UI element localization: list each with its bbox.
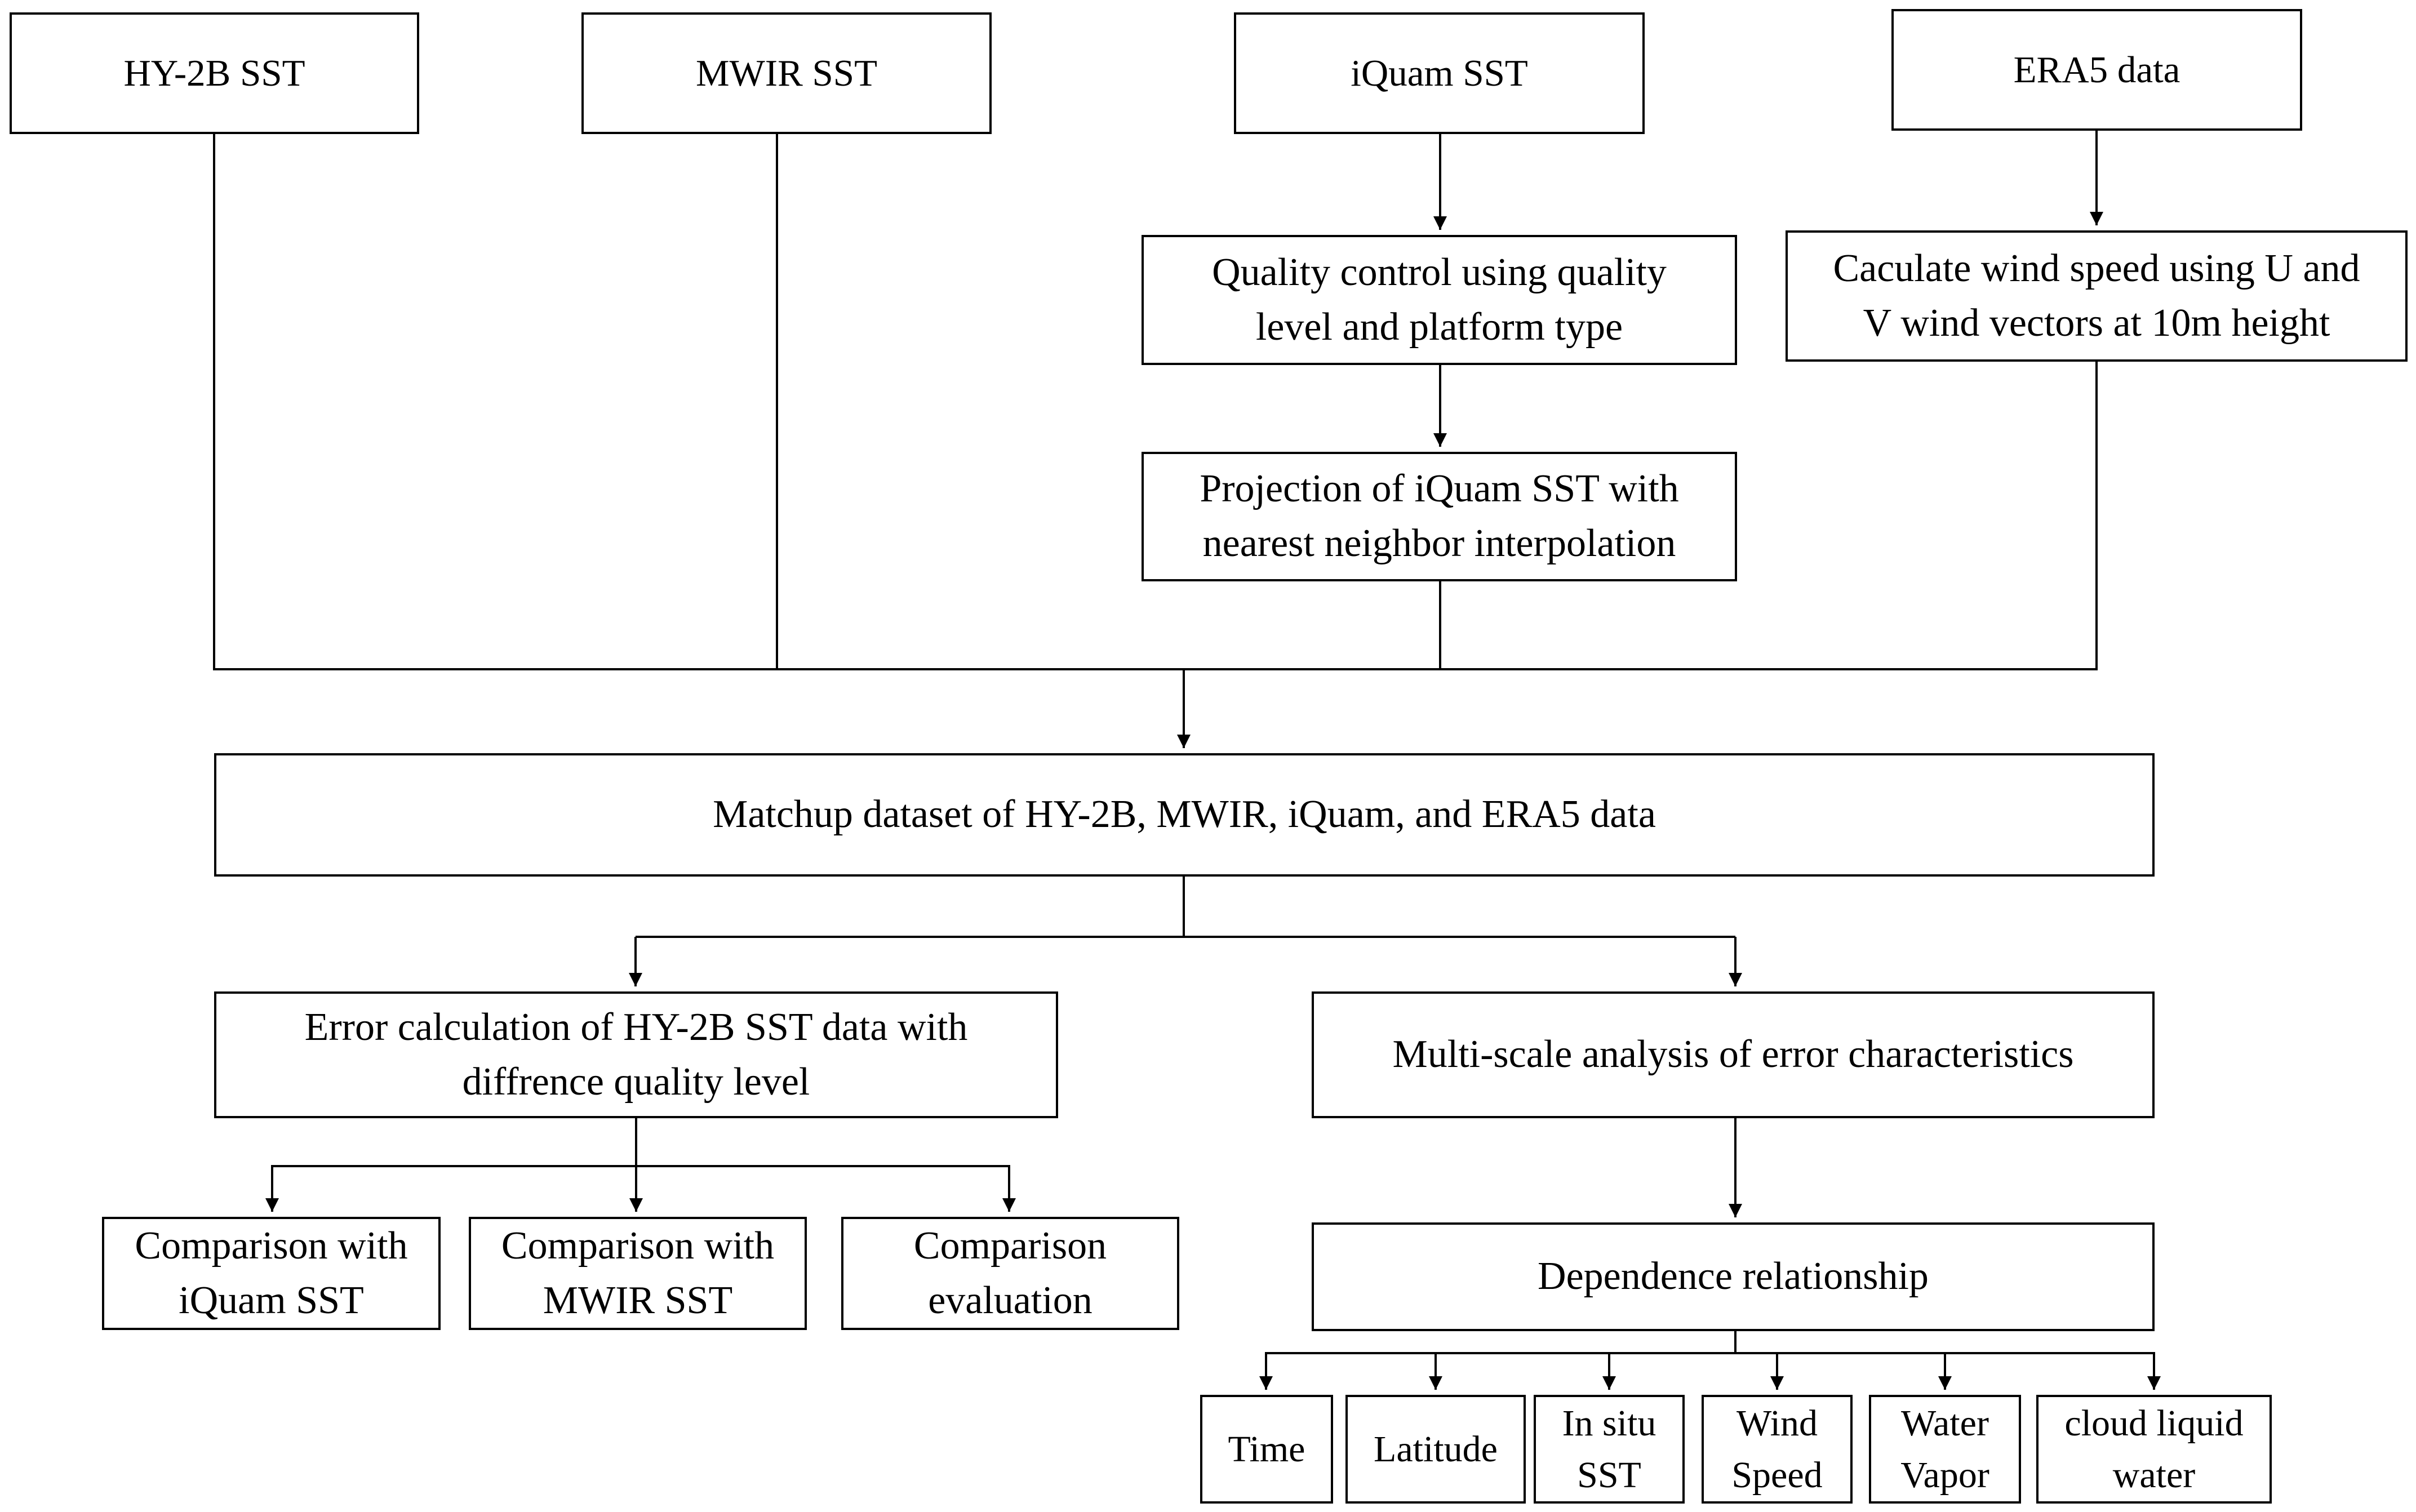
factor-label-water-vapor: Water Vapor: [1900, 1403, 1989, 1496]
comparison-box-iquam-sst: Comparison with iQuam SST: [102, 1217, 441, 1330]
comparison-label-iquam-sst: Comparison with iQuam SST: [135, 1224, 408, 1322]
factor-label-in-situ-sst: In situ SST: [1562, 1403, 1656, 1496]
step-label-multiscale-analysis: Multi-scale analysis of error characteri…: [1392, 1033, 2074, 1077]
factor-label-wind-speed: Wind Speed: [1731, 1403, 1823, 1496]
comparison-label-mwir-sst: Comparison with MWIR SST: [501, 1224, 775, 1322]
factor-box-in-situ-sst: In situ SST: [1534, 1395, 1685, 1504]
source-box-era5-data: ERA5 data: [1891, 9, 2302, 131]
factor-box-latitude: Latitude: [1345, 1395, 1526, 1504]
step-label-wind-speed: Caculate wind speed using U and V wind v…: [1833, 246, 2360, 345]
factor-box-time: Time: [1200, 1395, 1333, 1504]
comparison-label-evaluation: Comparison evaluation: [913, 1224, 1107, 1322]
factor-label-latitude: Latitude: [1374, 1428, 1498, 1470]
source-label-era5-data: ERA5 data: [2013, 48, 2180, 91]
step-box-dependence-relationship: Dependence relationship: [1312, 1222, 2155, 1331]
comparison-box-mwir-sst: Comparison with MWIR SST: [469, 1217, 807, 1330]
step-label-matchup-dataset: Matchup dataset of HY-2B, MWIR, iQuam, a…: [713, 793, 1656, 837]
source-label-iquam-sst: iQuam SST: [1351, 52, 1528, 94]
step-box-quality-control: Quality control using quality level and …: [1142, 235, 1737, 365]
source-label-hy2b-sst: HY-2B SST: [123, 52, 305, 94]
factor-label-cloud-liquid-water: cloud liquid water: [2064, 1403, 2244, 1496]
source-label-mwir-sst: MWIR SST: [695, 52, 877, 94]
step-box-wind-speed: Caculate wind speed using U and V wind v…: [1786, 230, 2408, 362]
factor-box-cloud-liquid-water: cloud liquid water: [2036, 1395, 2272, 1504]
step-label-projection: Projection of iQuam SST with nearest nei…: [1200, 467, 1679, 565]
step-label-dependence-relationship: Dependence relationship: [1538, 1255, 1929, 1298]
source-box-iquam-sst: iQuam SST: [1234, 12, 1645, 134]
factor-box-wind-speed: Wind Speed: [1702, 1395, 1853, 1504]
step-box-multiscale-analysis: Multi-scale analysis of error characteri…: [1312, 991, 2155, 1118]
factor-box-water-vapor: Water Vapor: [1869, 1395, 2021, 1504]
source-box-hy2b-sst: HY-2B SST: [10, 12, 419, 134]
step-label-quality-control: Quality control using quality level and …: [1212, 250, 1667, 349]
factor-label-time: Time: [1228, 1428, 1305, 1470]
step-box-error-calculation: Error calculation of HY-2B SST data with…: [214, 991, 1058, 1118]
step-box-matchup-dataset: Matchup dataset of HY-2B, MWIR, iQuam, a…: [214, 753, 2155, 877]
step-box-projection: Projection of iQuam SST with nearest nei…: [1142, 452, 1737, 581]
comparison-box-evaluation: Comparison evaluation: [841, 1217, 1179, 1330]
source-box-mwir-sst: MWIR SST: [581, 12, 992, 134]
step-label-error-calculation: Error calculation of HY-2B SST data with…: [304, 1005, 968, 1104]
